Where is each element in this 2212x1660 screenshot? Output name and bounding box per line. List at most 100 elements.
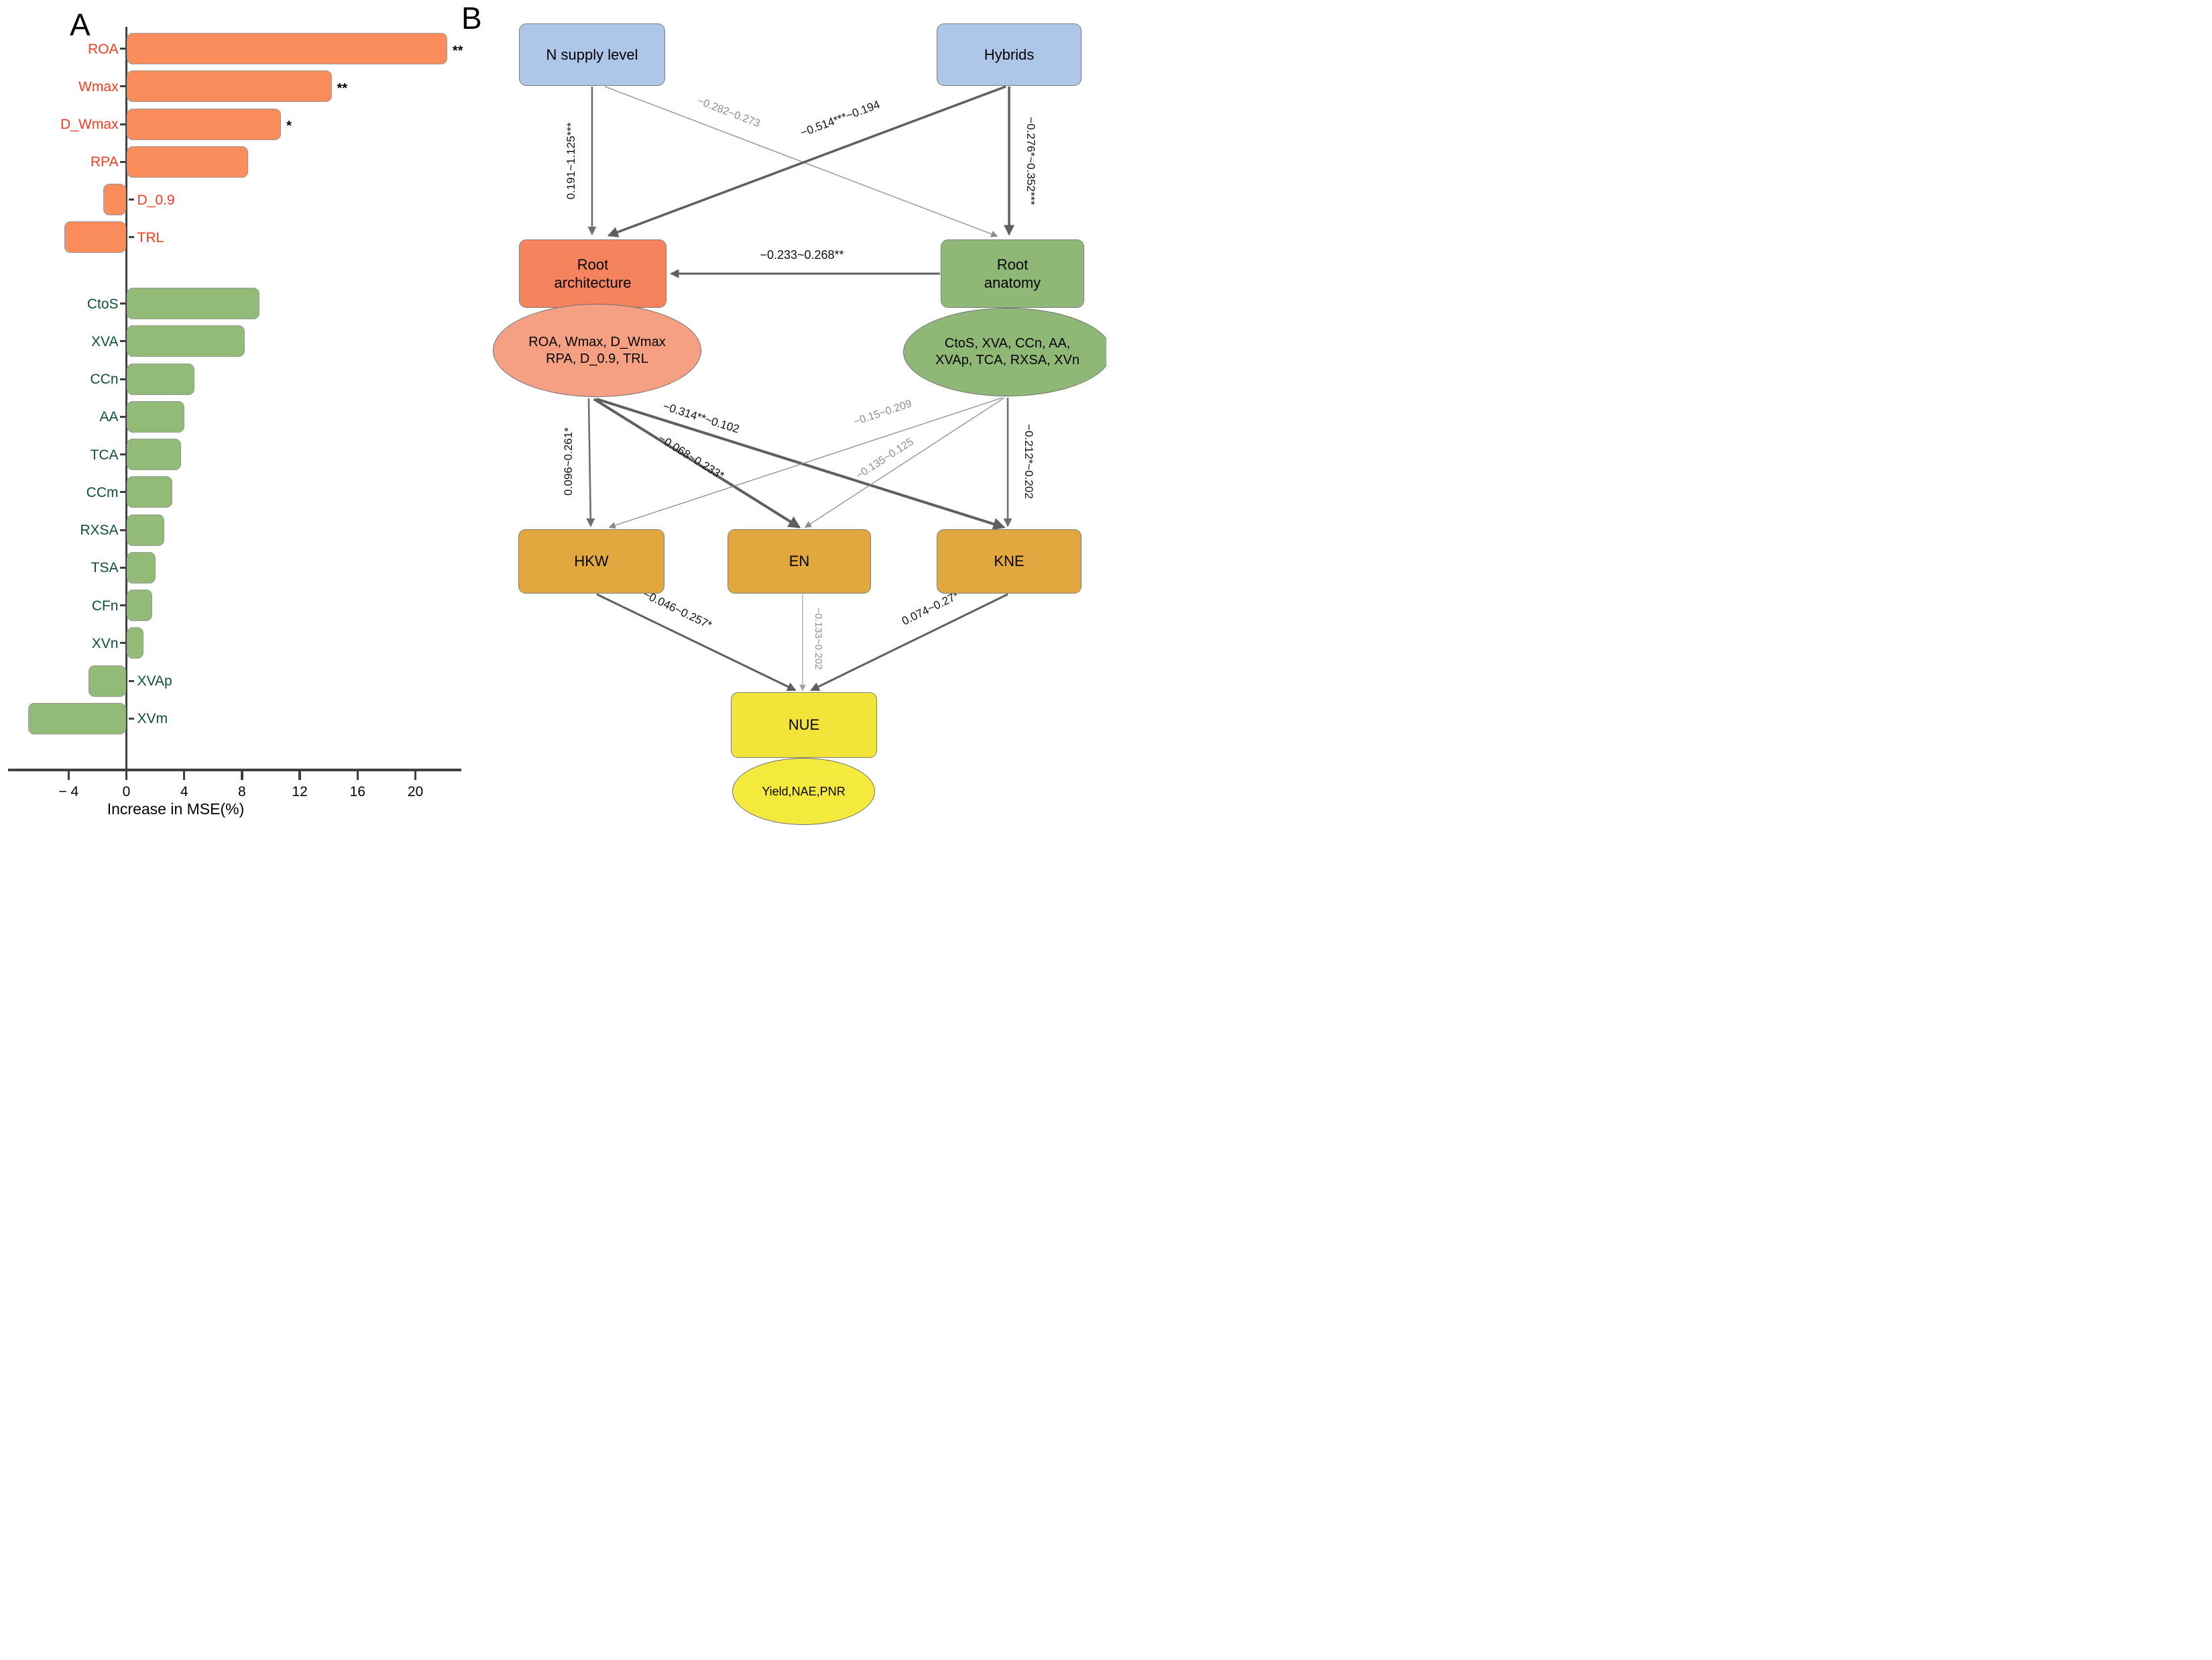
bar-CtoS	[126, 288, 259, 319]
x-tick-label-8: 8	[238, 784, 246, 799]
x-tick-mark-8	[241, 771, 243, 780]
bar-label-CCm: CCm	[86, 484, 119, 500]
panel-b-edges-layer: 0.191~1.125***−0.282~0.273−0.514***~0.19…	[562, 85, 1037, 691]
edge-hybrids-rootarch	[607, 85, 1006, 237]
edge-hkw-nue	[596, 593, 797, 691]
bar-label-AA: AA	[99, 409, 119, 425]
node-anatomy-traits: CtoS, XVA, CCn, AA, XVAp, TCA, RXSA, XVn	[903, 308, 1106, 396]
y-tick-TSA	[120, 566, 125, 569]
x-tick-mark-0	[125, 771, 128, 780]
edge-label-archtraits-kne: −0.314**~0.102	[661, 400, 740, 436]
y-tick-XVAp	[129, 679, 134, 682]
y-tick-TCA	[120, 453, 125, 455]
node-root-anatomy: Root anatomy	[941, 239, 1084, 308]
bar-CFn	[126, 590, 153, 621]
y-tick-CtoS	[120, 302, 125, 305]
bar-label-TSA: TSA	[91, 560, 119, 576]
edge-label-rootanat-rootarch: −0.233~0.268**	[760, 248, 843, 262]
significance-Wmax: **	[337, 80, 348, 96]
y-tick-RPA	[120, 160, 125, 163]
x-tick-label-20: 20	[407, 784, 424, 799]
bar-D_0.9	[103, 184, 127, 215]
edge-label-nsupply-rootarch: 0.191~1.125***	[565, 122, 577, 199]
bar-label-TRL: TRL	[137, 229, 164, 245]
bar-label-TCA: TCA	[90, 447, 119, 463]
edge-label-anattraits-kne: −0.212*~0.202	[1023, 424, 1035, 499]
y-tick-Wmax	[120, 85, 125, 88]
edge-label-anattraits-hkw: −0.15~0.209	[852, 398, 913, 428]
bar-ROA	[126, 33, 447, 64]
y-tick-ROA	[120, 48, 125, 50]
edge-archtraits-kne	[596, 398, 1006, 531]
panel-b-label: B	[461, 1, 482, 36]
edge-archtraits-en	[593, 398, 801, 529]
bar-label-XVA: XVA	[91, 333, 119, 349]
bar-XVn	[126, 627, 144, 659]
edge-label-anattraits-en: −0.135~0.125	[854, 436, 916, 482]
edge-label-hybrids-rootarch: −0.514***~0.194	[799, 98, 882, 140]
x-axis-title: Increase in MSE(%)	[107, 800, 245, 818]
y-axis-line	[125, 27, 128, 769]
bar-label-XVn: XVn	[91, 635, 119, 651]
edge-label-en-nue: −0.133~0.202	[813, 608, 824, 670]
x-tick-label-16: 16	[349, 784, 365, 799]
bar-label-D_Wmax: D_Wmax	[60, 117, 119, 132]
edge-archtraits-hkw	[586, 398, 595, 527]
bar-label-RPA: RPA	[90, 154, 119, 170]
y-tick-D_Wmax	[120, 123, 125, 125]
bar-CCn	[126, 363, 194, 395]
bar-RXSA	[126, 514, 164, 546]
node-kne: KNE	[937, 529, 1082, 594]
bar-label-CFn: CFn	[91, 598, 119, 614]
edge-anattraits-hkw	[608, 397, 1003, 529]
bar-RPA	[126, 146, 248, 178]
bar-Wmax	[126, 70, 332, 103]
y-tick-XVm	[129, 717, 134, 720]
bar-label-D_0.9: D_0.9	[137, 192, 175, 208]
bar-XVA	[126, 325, 245, 357]
edge-label-hkw-nue: −0.046~0.257*	[641, 588, 714, 632]
bar-label-RXSA: RXSA	[80, 522, 119, 538]
x-tick-mark-20	[414, 771, 417, 780]
bar-D_Wmax	[126, 108, 282, 140]
bar-AA	[126, 400, 184, 433]
y-tick-XVn	[120, 642, 125, 645]
x-tick-mark-4	[183, 771, 186, 780]
node-nue-traits: Yield,NAE,PNR	[732, 758, 875, 825]
x-tick-label--4: − 4	[58, 784, 79, 799]
significance-ROA: **	[452, 43, 463, 58]
edge-kne-nue	[810, 593, 1008, 691]
y-tick-CCm	[120, 491, 125, 494]
y-tick-CCn	[120, 378, 125, 380]
y-tick-CFn	[120, 604, 125, 606]
x-tick-label-12: 12	[292, 784, 308, 799]
bar-label-ROA: ROA	[87, 41, 119, 57]
edge-label-archtraits-hkw: 0.096~0.261*	[562, 427, 575, 496]
x-tick-mark-12	[298, 771, 301, 780]
node-en: EN	[727, 529, 871, 594]
bar-label-CtoS: CtoS	[86, 296, 119, 312]
x-tick-label-0: 0	[122, 784, 131, 799]
bar-label-XVm: XVm	[137, 711, 168, 727]
edge-label-archtraits-en: −0.068~0.233*	[656, 432, 727, 482]
bar-TRL	[64, 221, 127, 254]
y-tick-D_0.9	[129, 199, 134, 201]
node-architecture-traits: ROA, Wmax, D_Wmax RPA, D_0.9, TRL	[493, 304, 701, 397]
x-tick-mark-16	[356, 771, 359, 780]
y-tick-XVA	[120, 340, 125, 343]
y-tick-RXSA	[120, 529, 125, 531]
node-hkw: HKW	[518, 529, 664, 594]
node-hybrids: Hybrids	[937, 23, 1082, 86]
bar-label-XVAp: XVAp	[137, 673, 172, 689]
bar-label-Wmax: Wmax	[78, 78, 119, 95]
x-tick-label-4: 4	[180, 784, 188, 799]
edge-nsupply-rootanat	[604, 86, 998, 237]
x-axis-line	[8, 768, 461, 771]
edge-label-hybrids-rootanat: −0.276*~0.352***	[1025, 117, 1037, 205]
y-tick-TRL	[129, 236, 134, 239]
edge-anattraits-en	[804, 397, 1005, 528]
y-tick-AA	[120, 415, 125, 418]
node-n-supply-level: N supply level	[519, 23, 665, 86]
bar-CCm	[126, 476, 173, 508]
significance-D_Wmax: *	[286, 119, 292, 133]
